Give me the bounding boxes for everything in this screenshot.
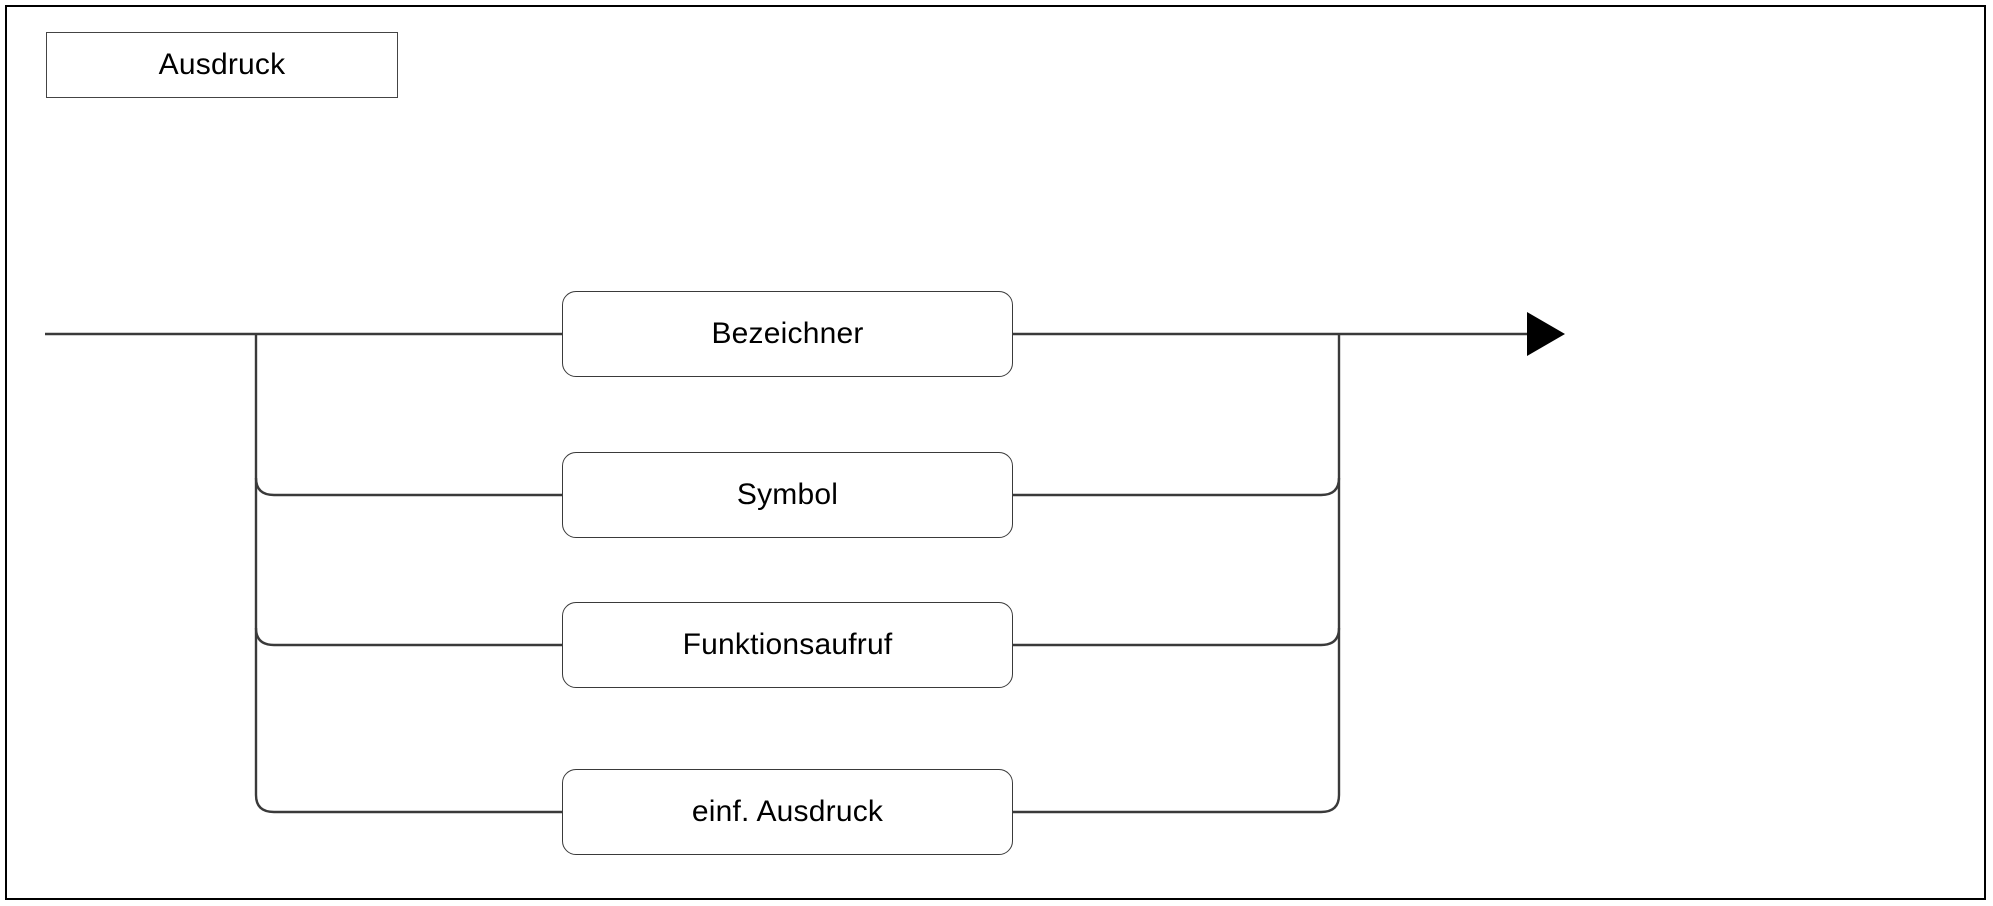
page-title: Ausdruck (158, 48, 286, 81)
alternative-box-bezeichner[interactable]: Bezeichner (562, 291, 1013, 377)
alternative-label: Bezeichner (711, 317, 864, 350)
alternative-box-symbol[interactable]: Symbol (562, 452, 1013, 538)
alternative-label: Symbol (736, 478, 839, 511)
alternative-label: einf. Ausdruck (691, 795, 884, 828)
alternative-box-funktionsaufruf[interactable]: Funktionsaufruf (562, 602, 1013, 688)
alternative-box-einf-ausdruck[interactable]: einf. Ausdruck (562, 769, 1013, 855)
arrowhead-right-icon (1527, 312, 1565, 356)
track-branch-4-left (254, 794, 562, 814)
track-branch-3-left (254, 627, 562, 647)
alternative-label: Funktionsaufruf (682, 628, 893, 661)
track-branch-3-right (1013, 627, 1341, 647)
diagram-title-box: Ausdruck (46, 32, 398, 98)
track-branch-2-left (254, 477, 562, 497)
track-branch-4-right (1013, 794, 1341, 814)
track-branch-2-right (1013, 477, 1341, 497)
